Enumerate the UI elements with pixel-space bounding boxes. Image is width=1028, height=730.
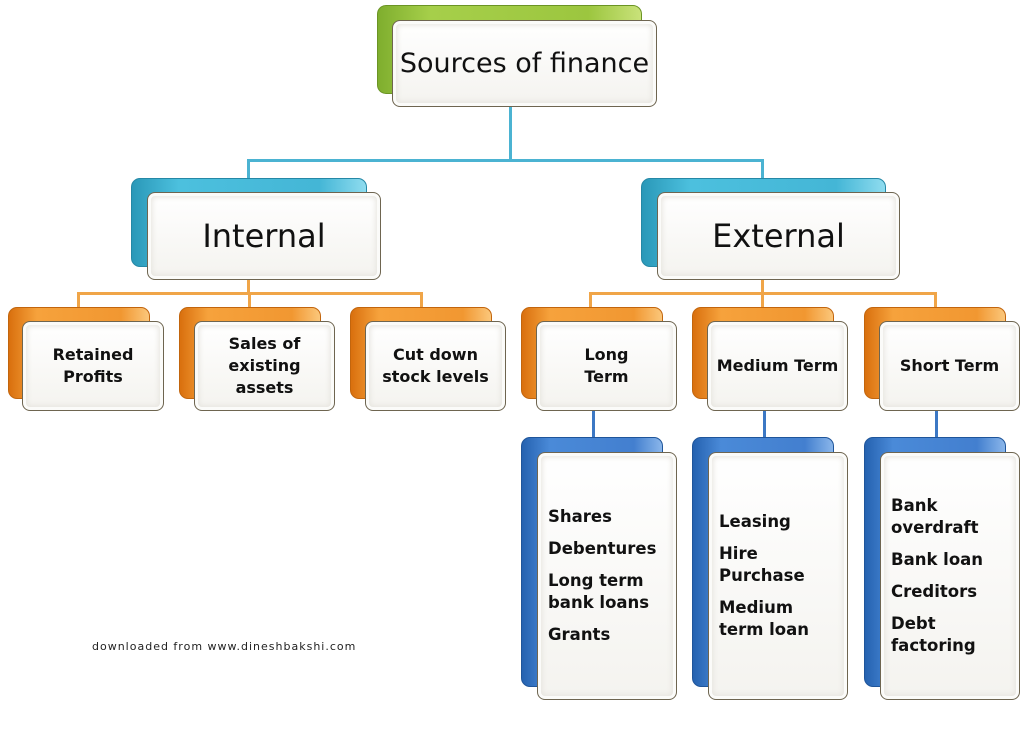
short-term-node: Short Term [879, 321, 1020, 411]
connector-internal-down [247, 280, 250, 294]
connector-sales [248, 292, 251, 308]
label-line: Short Term [899, 356, 1000, 375]
list-item: Creditors [891, 582, 978, 601]
list-item: Long term bank loans [548, 571, 650, 612]
label-line: existing assets [228, 356, 301, 397]
label-line: Profits [63, 367, 123, 386]
list-item: Hire Purchase [719, 544, 805, 585]
connector-medium [761, 292, 764, 308]
external-node: External [657, 192, 900, 280]
external-label: External [712, 217, 845, 255]
connector-internal [247, 159, 250, 179]
internal-label: Internal [202, 217, 326, 255]
connector-cut [420, 292, 423, 308]
connector-level1-bar [247, 159, 764, 162]
connector-short-list [935, 411, 938, 438]
connector-retained [77, 292, 80, 308]
connector-root [509, 107, 512, 161]
long-term-list: Shares Debentures Long term bank loans G… [537, 452, 677, 700]
connector-medium-list [763, 411, 766, 438]
medium-term-list: Leasing Hire Purchase Medium term loan [708, 452, 848, 700]
list-item: Grants [548, 625, 611, 644]
connector-long [589, 292, 592, 308]
list-item: Leasing [719, 512, 791, 531]
medium-term-node: Medium Term [707, 321, 848, 411]
root-label: Sources of finance [399, 48, 650, 79]
label-line: Sales of [228, 334, 301, 353]
watermark: downloaded from www.dineshbakshi.com [92, 640, 357, 653]
list-item: Debt factoring [891, 614, 976, 655]
root-node: Sources of finance [392, 20, 657, 107]
list-item: Shares [548, 507, 612, 526]
connector-external [761, 159, 764, 179]
connector-external-down [761, 280, 764, 294]
label-line: stock levels [382, 367, 489, 386]
internal-node: Internal [147, 192, 381, 280]
list-item: Bank loan [891, 550, 984, 569]
connector-long-list [592, 411, 595, 438]
connector-short [934, 292, 937, 308]
label-line: Retained [52, 345, 134, 364]
sales-assets-node: Sales of existing assets [194, 321, 335, 411]
label-line: Medium Term [716, 356, 839, 375]
label-line: Long [584, 345, 629, 364]
list-item: Bank overdraft [891, 496, 979, 537]
list-item: Debentures [548, 539, 657, 558]
label-line: Cut down [393, 345, 478, 364]
list-item: Medium term loan [719, 598, 810, 639]
cut-stock-node: Cut down stock levels [365, 321, 506, 411]
short-term-list: Bank overdraft Bank loan Creditors Debt … [880, 452, 1020, 700]
label-line: Term [584, 367, 629, 386]
